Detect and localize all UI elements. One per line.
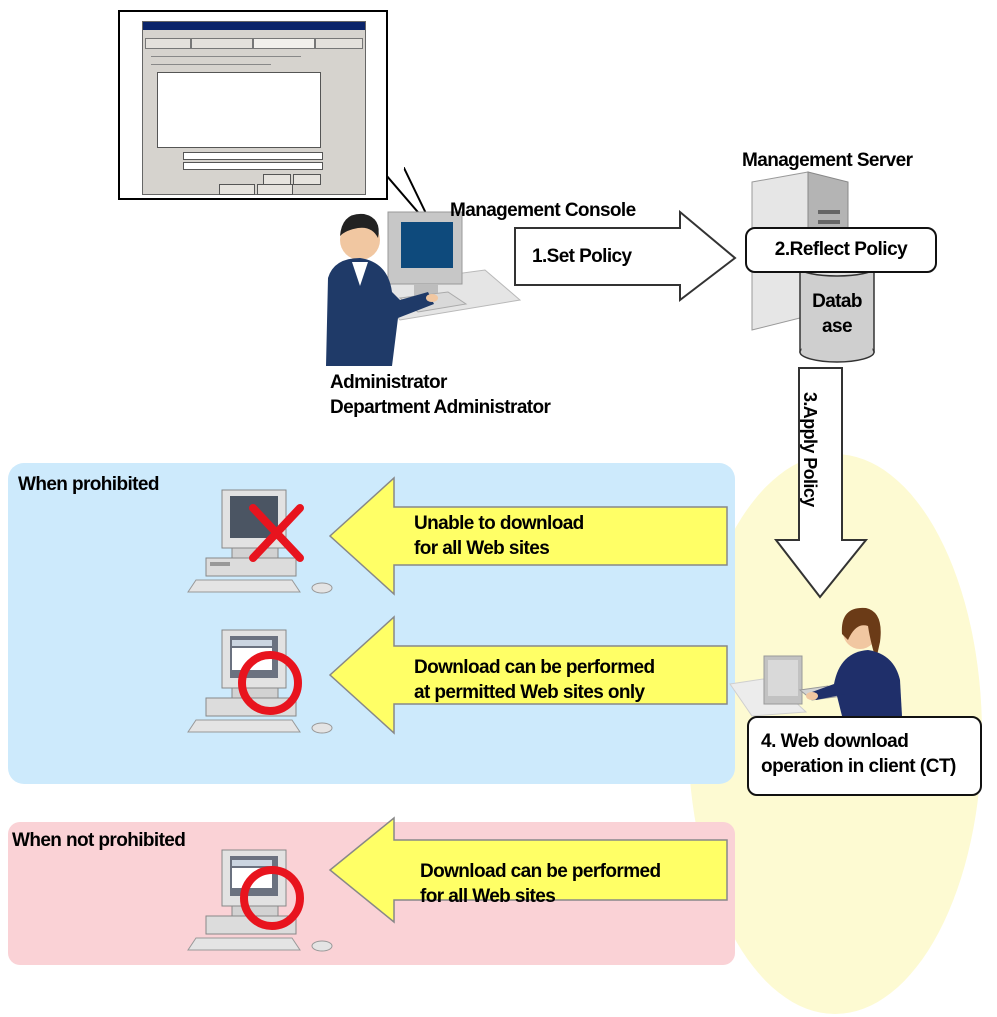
permitted-message: Download can be performed at permitted W… <box>414 655 655 705</box>
administrator-label: Administrator <box>330 372 447 393</box>
dialog-tab <box>191 38 253 49</box>
unable-message-line2: for all Web sites <box>414 538 550 559</box>
set-policy-arrow <box>514 209 737 303</box>
red-circle-icon <box>240 866 304 930</box>
reflect-policy-label: 2.Reflect Policy <box>774 239 908 260</box>
dialog-ok-button <box>219 184 255 195</box>
client-user-figure <box>729 607 902 717</box>
dialog-option-row <box>151 56 301 57</box>
permitted-message-line1: Download can be performed <box>414 657 655 678</box>
all-sites-message: Download can be performed for all Web si… <box>420 859 661 909</box>
prohibited-title: When prohibited <box>18 474 159 495</box>
database-label: Datab ase <box>800 289 874 339</box>
dialog-delete-button <box>293 174 321 185</box>
management-console-label: Management Console <box>450 200 636 221</box>
reflect-policy-callout: 2.Reflect Policy <box>745 227 937 273</box>
dialog-tab <box>145 38 191 49</box>
dialog-tab <box>253 38 315 49</box>
dialog-option-row <box>151 64 271 65</box>
permitted-arrow <box>328 615 728 735</box>
admin-label-block: Administrator Department Administrator <box>330 370 551 420</box>
not-prohibited-title: When not prohibited <box>12 830 186 851</box>
apply-policy-arrow <box>773 367 869 599</box>
permitted-message-line2: at permitted Web sites only <box>414 682 645 703</box>
administrator-figure <box>326 211 522 366</box>
all-sites-message-line1: Download can be performed <box>420 861 661 882</box>
client-operation-line1: 4. Web download <box>761 731 909 752</box>
dialog-titlebar <box>143 22 365 30</box>
apply-policy-label: 3.Apply Policy <box>800 392 820 507</box>
console-screenshot-frame <box>118 10 388 200</box>
client-operation-line2: operation in client (CT) <box>761 756 956 777</box>
dialog-cancel-button <box>257 184 293 195</box>
unable-message-line1: Unable to download <box>414 513 584 534</box>
department-administrator-label: Department Administrator <box>330 397 551 418</box>
red-circle-icon <box>238 651 302 715</box>
red-x-icon <box>249 504 304 562</box>
console-dialog-thumbnail <box>142 21 366 195</box>
client-pc-allowed <box>187 849 333 952</box>
dialog-url-list <box>157 72 321 148</box>
database-label-line1: Datab <box>812 291 862 312</box>
all-sites-message-line2: for all Web sites <box>420 886 556 907</box>
unable-arrow <box>328 476 728 596</box>
client-operation-callout: 4. Web download operation in client (CT) <box>747 716 982 796</box>
all-sites-arrow <box>328 816 728 924</box>
management-server-label: Management Server <box>742 150 913 171</box>
unable-message: Unable to download for all Web sites <box>414 511 584 561</box>
client-pc-permitted <box>187 629 333 734</box>
dialog-memo-field <box>183 162 323 170</box>
dialog-tab <box>315 38 363 49</box>
database-label-line2: ase <box>822 316 853 337</box>
client-pc-blocked <box>187 489 333 594</box>
dialog-url-field <box>183 152 323 160</box>
set-policy-label: 1.Set Policy <box>532 246 632 267</box>
